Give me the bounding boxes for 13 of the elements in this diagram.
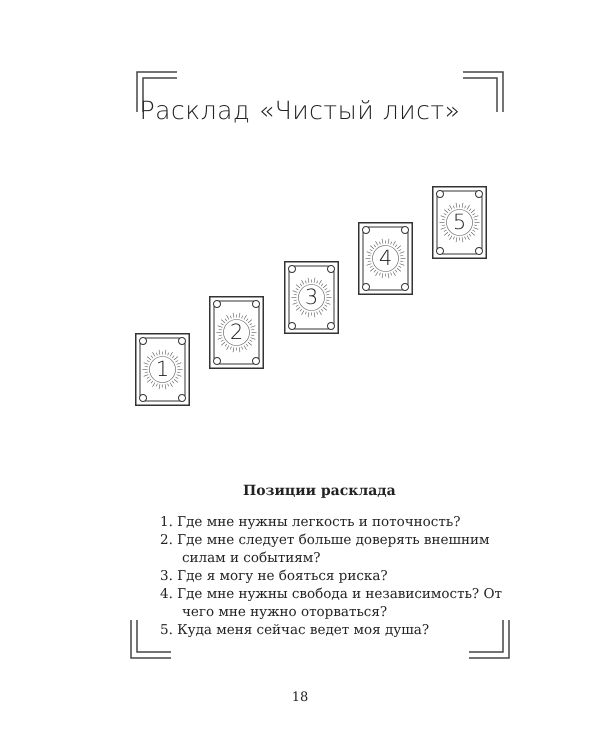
list-item: 4. Где мне нужны свобода и независимость? От чего мне нужно оторваться? <box>160 585 503 621</box>
card-number: 4 <box>378 245 394 272</box>
list-item: 2. Где мне следует больше доверять внешним силам и событиям? <box>160 531 491 567</box>
page-title: Расклад «Чистый лист» <box>138 96 462 125</box>
card-number: 3 <box>304 284 320 311</box>
list-item: 1. Где мне нужны легкость и поточность? <box>160 513 462 531</box>
card-number: 5 <box>452 209 468 236</box>
page-number: 18 <box>290 690 310 705</box>
list-item: 5. Куда меня сейчас ведет моя душа? <box>160 621 430 639</box>
card-number: 1 <box>154 356 170 383</box>
list-heading: Позиции расклада <box>243 483 396 499</box>
card-number: 2 <box>228 319 244 346</box>
list-item: 3. Где я могу не бояться риска? <box>160 567 389 585</box>
